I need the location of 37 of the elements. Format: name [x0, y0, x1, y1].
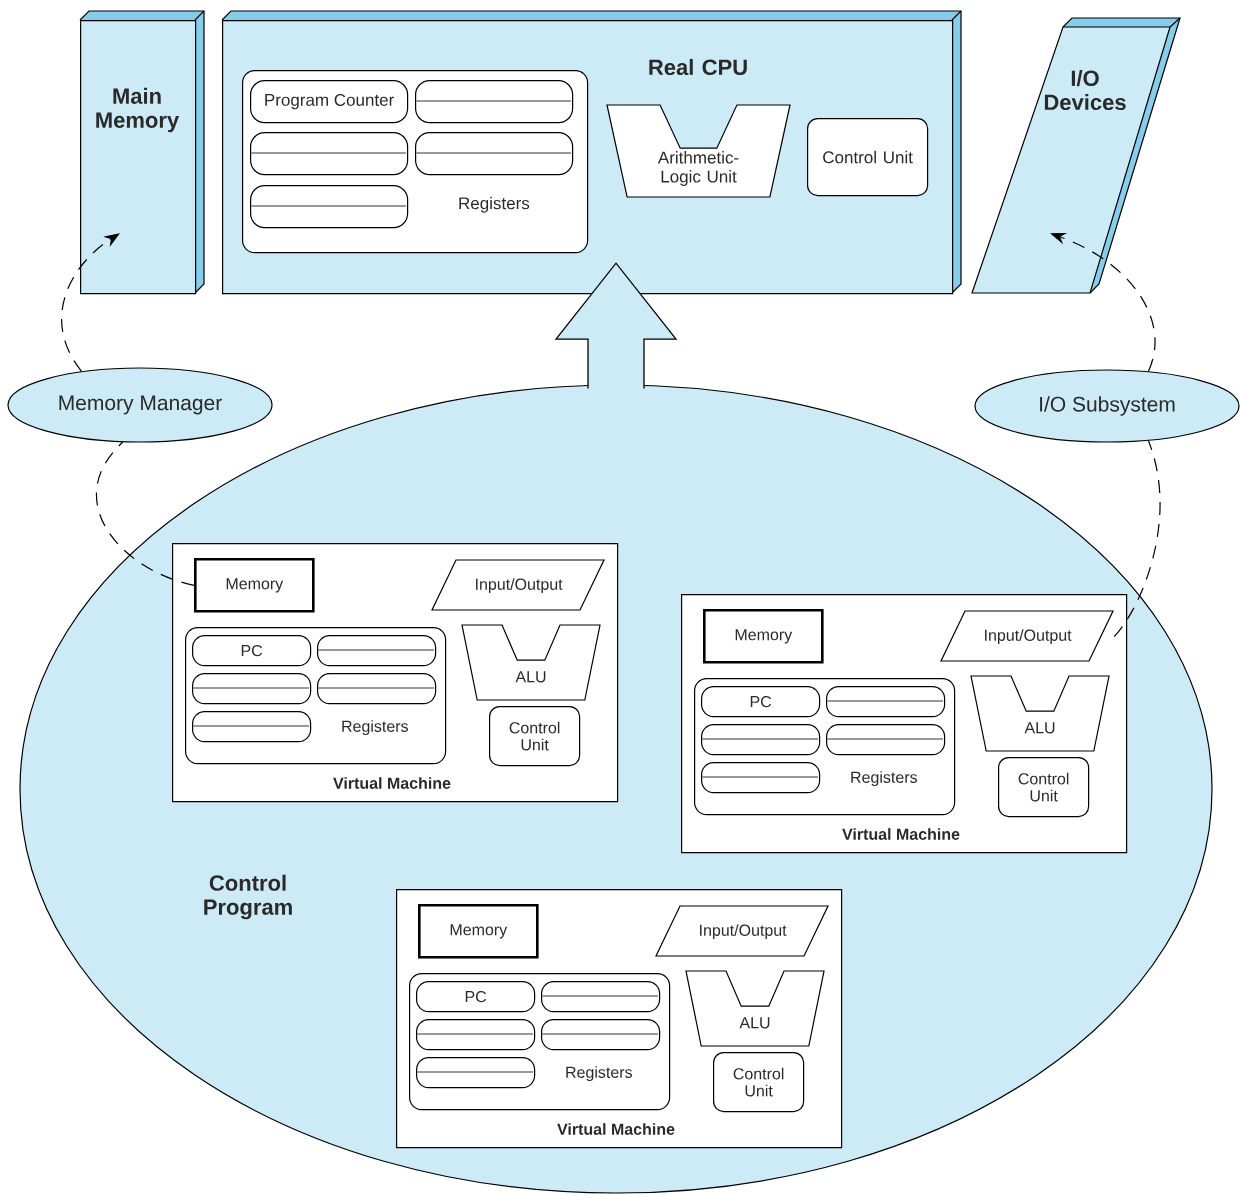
- register-box: [415, 80, 574, 124]
- register-box: PC: [701, 686, 821, 718]
- block-arrow: [554, 262, 678, 390]
- dashed-arrow: [61, 233, 120, 372]
- register-box: [192, 711, 312, 743]
- register-box: [541, 1019, 661, 1051]
- ellipse-label: I/O Subsystem: [974, 369, 1240, 443]
- io-parallelogram: Input/Output: [940, 610, 1114, 662]
- unit-box: Control Unit: [713, 1052, 805, 1113]
- register-box: [416, 1057, 536, 1089]
- register-box: [250, 132, 409, 176]
- memory-box: Memory: [194, 558, 315, 613]
- register-box: [250, 185, 409, 229]
- register-box: [317, 673, 437, 705]
- register-box: [541, 981, 661, 1013]
- unit-box: Control Unit: [807, 118, 929, 197]
- ellipse-label: Memory Manager: [7, 367, 273, 443]
- register-box: [192, 673, 312, 705]
- register-box: [415, 132, 574, 176]
- memory-box: Memory: [703, 609, 824, 664]
- register-box: [416, 1019, 536, 1051]
- register-box: [826, 724, 946, 756]
- register-box: [701, 762, 821, 794]
- unit-box: Control Unit: [998, 757, 1090, 818]
- register-box: PC: [192, 635, 312, 667]
- dashed-line: [96, 441, 195, 586]
- register-box: [826, 686, 946, 718]
- block-panel: Main Memory: [79, 10, 205, 295]
- register-box: Program Counter: [250, 80, 409, 124]
- slanted-panel: I/O Devices: [971, 17, 1181, 294]
- register-box: PC: [416, 981, 536, 1013]
- register-box: [317, 635, 437, 667]
- io-parallelogram: Input/Output: [431, 559, 605, 611]
- unit-box: Control Unit: [489, 706, 581, 767]
- io-parallelogram: Input/Output: [655, 905, 829, 957]
- memory-box: Memory: [418, 904, 539, 959]
- register-box: [701, 724, 821, 756]
